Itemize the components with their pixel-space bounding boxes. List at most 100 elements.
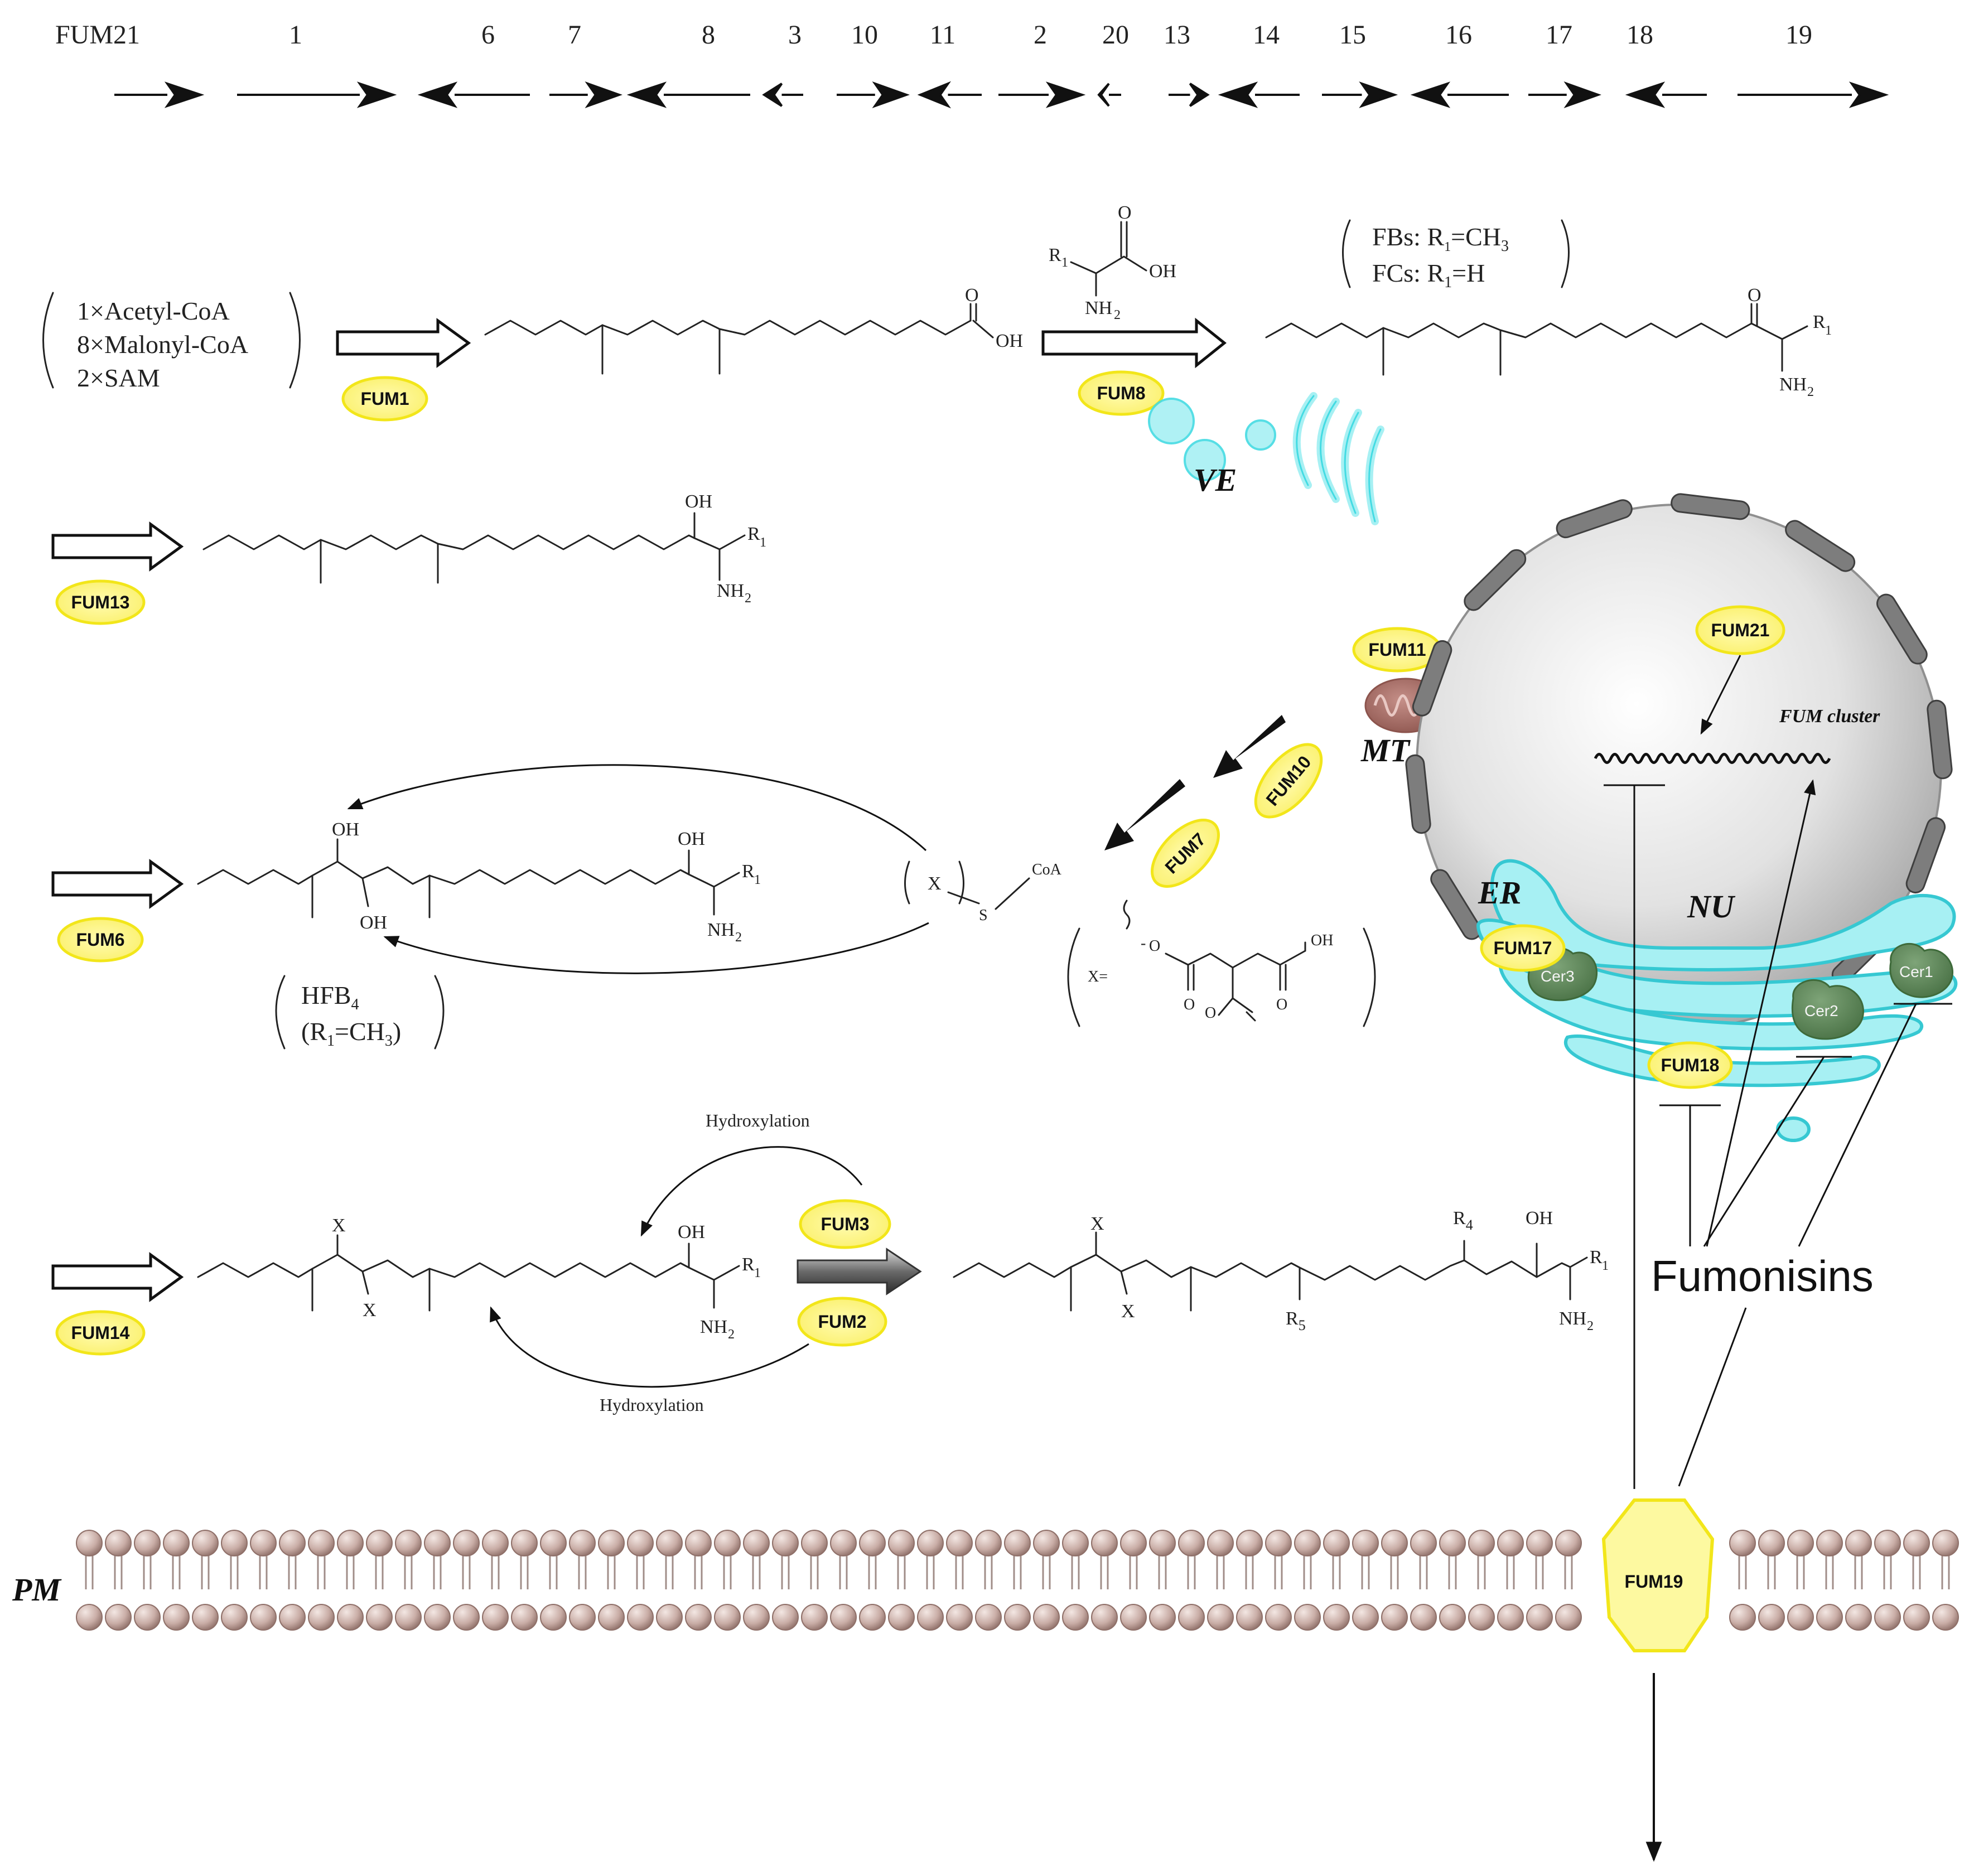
lipid-head [424,1530,451,1556]
badge-fum3[interactable]: FUM3 [799,1199,891,1249]
badge-fum2[interactable]: FUM2 [797,1297,887,1347]
lipid-head [279,1604,306,1631]
badge-fum21[interactable]: FUM21 [1695,605,1785,655]
svg-text:O: O [1118,202,1132,223]
lipid-head [1845,1530,1872,1556]
svg-text:X: X [332,1215,346,1236]
svg-text:2: 2 [1587,1319,1594,1333]
lipid-head [1903,1604,1930,1631]
lipid-head [656,1530,683,1556]
lipid-head [1787,1604,1814,1631]
svg-text:2: 2 [1114,308,1121,322]
lipid-head [1381,1604,1408,1631]
fum19-transporter[interactable]: FUM19 [1601,1498,1715,1652]
lipid-head [598,1604,625,1631]
lipid-head [134,1604,161,1631]
svg-text:R: R [1590,1247,1603,1268]
nuclear-pore [1430,869,1481,940]
lipid-head [830,1604,857,1631]
badge-fum18[interactable]: FUM18 [1647,1041,1733,1089]
tca-thioester: X S CoA [904,860,1062,924]
reaction-arrow-fum14 [51,1252,184,1302]
lipid-head [453,1604,480,1631]
fumonisin-regulation-lines [1604,779,1952,1489]
svg-text:X=: X= [1088,968,1108,985]
reaction-arrow-final [797,1248,922,1295]
gene-10: 10 [837,20,910,108]
lipid-head [656,1604,683,1631]
svg-text:HFB4: HFB4 [301,981,359,1013]
gene-20: 20 [1097,20,1129,107]
label-ve: VE [1194,462,1237,498]
badge-fum17[interactable]: FUM17 [1480,924,1566,972]
lipid-head [1207,1530,1234,1556]
lipid-head [1294,1530,1321,1556]
lipid-head [366,1530,393,1556]
reaction-arrow-fum6 [51,859,184,909]
lipid-head [1874,1530,1901,1556]
lipid-head [1207,1604,1234,1631]
gene-1: 1 [237,20,397,108]
badge-fum13[interactable]: FUM13 [55,579,146,625]
lipid-head [1091,1604,1118,1631]
lipid-head [540,1530,567,1556]
lipid-head [1120,1530,1147,1556]
arrow-fum21-to-cluster [1700,655,1741,735]
nuclear-pore [1556,499,1633,539]
trihydroxy-intermediate: OH OH OH R 1 NH 2 [197,819,761,945]
svg-text:R: R [1813,312,1826,332]
svg-text:NH: NH [1779,374,1807,395]
svg-text:X: X [928,873,942,894]
badge-fum8[interactable]: FUM8 [1078,370,1165,416]
lipid-head [772,1604,799,1631]
svg-text:FUM8: FUM8 [1097,383,1145,403]
nuclear-pore [1876,593,1928,665]
lipid-head [453,1530,480,1556]
lipid-head [1932,1604,1959,1631]
lipid-head [1236,1604,1263,1631]
svg-text:1: 1 [754,1266,761,1280]
svg-text:2: 2 [1034,20,1047,50]
nuclear-pore [1927,699,1953,780]
gene-15: 15 [1322,20,1398,108]
lipid-head [221,1604,248,1631]
lipid-head [1410,1604,1437,1631]
svg-text:X: X [1090,1213,1104,1234]
lipid-head [395,1530,422,1556]
substrate-malonyl: 8×Malonyl-CoA [77,330,248,359]
svg-text:1: 1 [760,535,766,550]
lipid-head [1555,1604,1582,1631]
nuclear-pore [1671,493,1750,520]
lipid-head [221,1530,248,1556]
svg-text:FCs: R1=H: FCs: R1=H [1372,259,1485,291]
lipid-head [76,1604,103,1631]
svg-text:10: 10 [851,20,878,50]
badge-fum1[interactable]: FUM1 [341,376,428,422]
lipid-head [424,1604,451,1631]
badge-fum7[interactable]: FUM7 [1140,808,1230,898]
svg-text:1: 1 [1825,323,1832,338]
badge-fum10[interactable]: FUM10 [1243,733,1334,829]
svg-text:FUM13: FUM13 [71,592,130,612]
lipid-head [743,1604,770,1631]
badge-fum14[interactable]: FUM14 [55,1310,146,1356]
svg-text:R: R [747,524,760,544]
lipid-head [1526,1530,1553,1556]
svg-text:6: 6 [481,20,495,50]
lipid-head [1932,1530,1959,1556]
lipid-head [134,1530,161,1556]
svg-text:17: 17 [1546,20,1572,50]
ceramide-synthase-cer1: Cer1 [1889,942,1953,998]
svg-text:NH: NH [717,581,744,601]
lipid-head [337,1604,364,1631]
lipid-head [540,1604,567,1631]
gene-18: 18 [1625,20,1707,108]
label-fumonisins: Fumonisins [1651,1251,1874,1300]
svg-text:11: 11 [930,20,955,50]
svg-text:8: 8 [702,20,715,50]
svg-text:1: 1 [289,20,302,50]
hydroxy-intermediate: OH R 1 NH 2 [202,491,766,606]
lipid-head [1120,1604,1147,1631]
badge-fum6[interactable]: FUM6 [57,917,144,963]
